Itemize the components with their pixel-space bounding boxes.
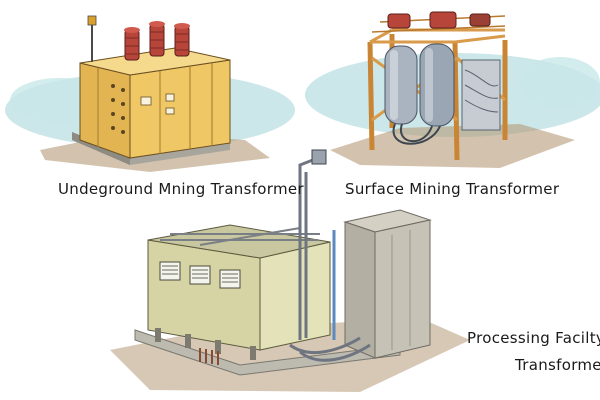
surface-transformer-caption: Surface Mining Transformer — [345, 180, 560, 198]
processing-facility-caption-line1: Processing Facilty — [467, 329, 600, 347]
bushing-icon — [124, 21, 190, 61]
surface-transformer-illustration — [305, 11, 600, 168]
underground-transformer-illustration — [5, 15, 295, 172]
cylinder-tank-icon — [384, 43, 455, 127]
vent-louver-icon — [159, 261, 241, 289]
underground-transformer-caption: Undeground Mning Transformer — [58, 180, 304, 198]
processing-facility-transformer-illustration — [110, 149, 470, 392]
processing-facility-caption-line2: Transformer — [515, 356, 600, 374]
